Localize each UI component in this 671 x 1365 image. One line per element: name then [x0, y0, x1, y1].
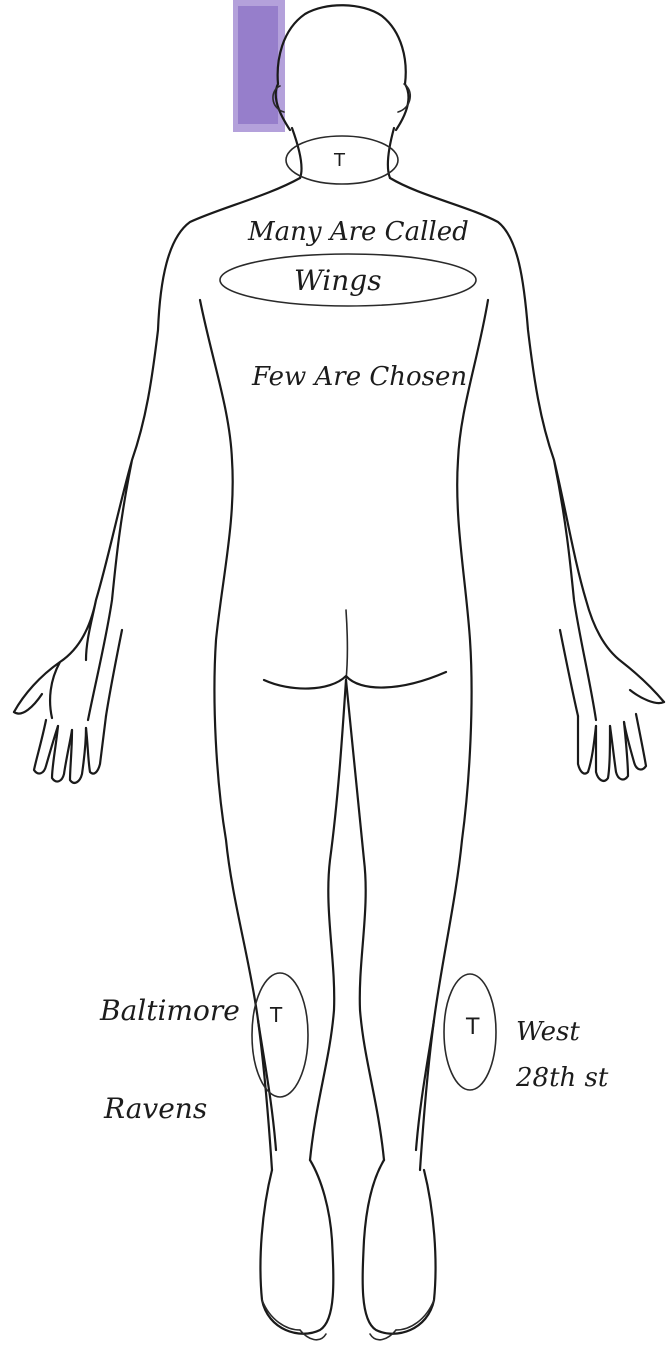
spine-line — [346, 610, 348, 680]
calf-left — [258, 1020, 276, 1150]
right-calf-label-1: West — [516, 1017, 580, 1047]
upper-back-bottom-text: Few Are Chosen — [251, 362, 467, 392]
calf-right — [416, 1020, 434, 1150]
inner-leg-right — [346, 680, 384, 1160]
upper-back-top-text: Many Are Called — [247, 217, 469, 247]
neck-tattoo-mark: T — [333, 150, 346, 171]
upper-back-center-text: Wings — [294, 264, 382, 297]
body-outline-left — [14, 178, 300, 720]
right-foot — [363, 1160, 436, 1340]
left-calf-label-2: Ravens — [103, 1092, 207, 1125]
left-calf-label-1: Baltimore — [99, 994, 240, 1027]
body-outline-right — [390, 178, 664, 720]
left-hand — [14, 630, 122, 783]
inner-leg-left — [310, 680, 346, 1160]
neck-left — [292, 128, 302, 178]
left-foot — [260, 1160, 333, 1340]
left-calf-mark: T — [269, 1003, 283, 1027]
right-calf-label-2: 28th st — [515, 1063, 609, 1093]
right-calf-mark: T — [465, 1015, 480, 1040]
buttocks-crease — [264, 672, 446, 689]
head-outline — [276, 5, 409, 130]
